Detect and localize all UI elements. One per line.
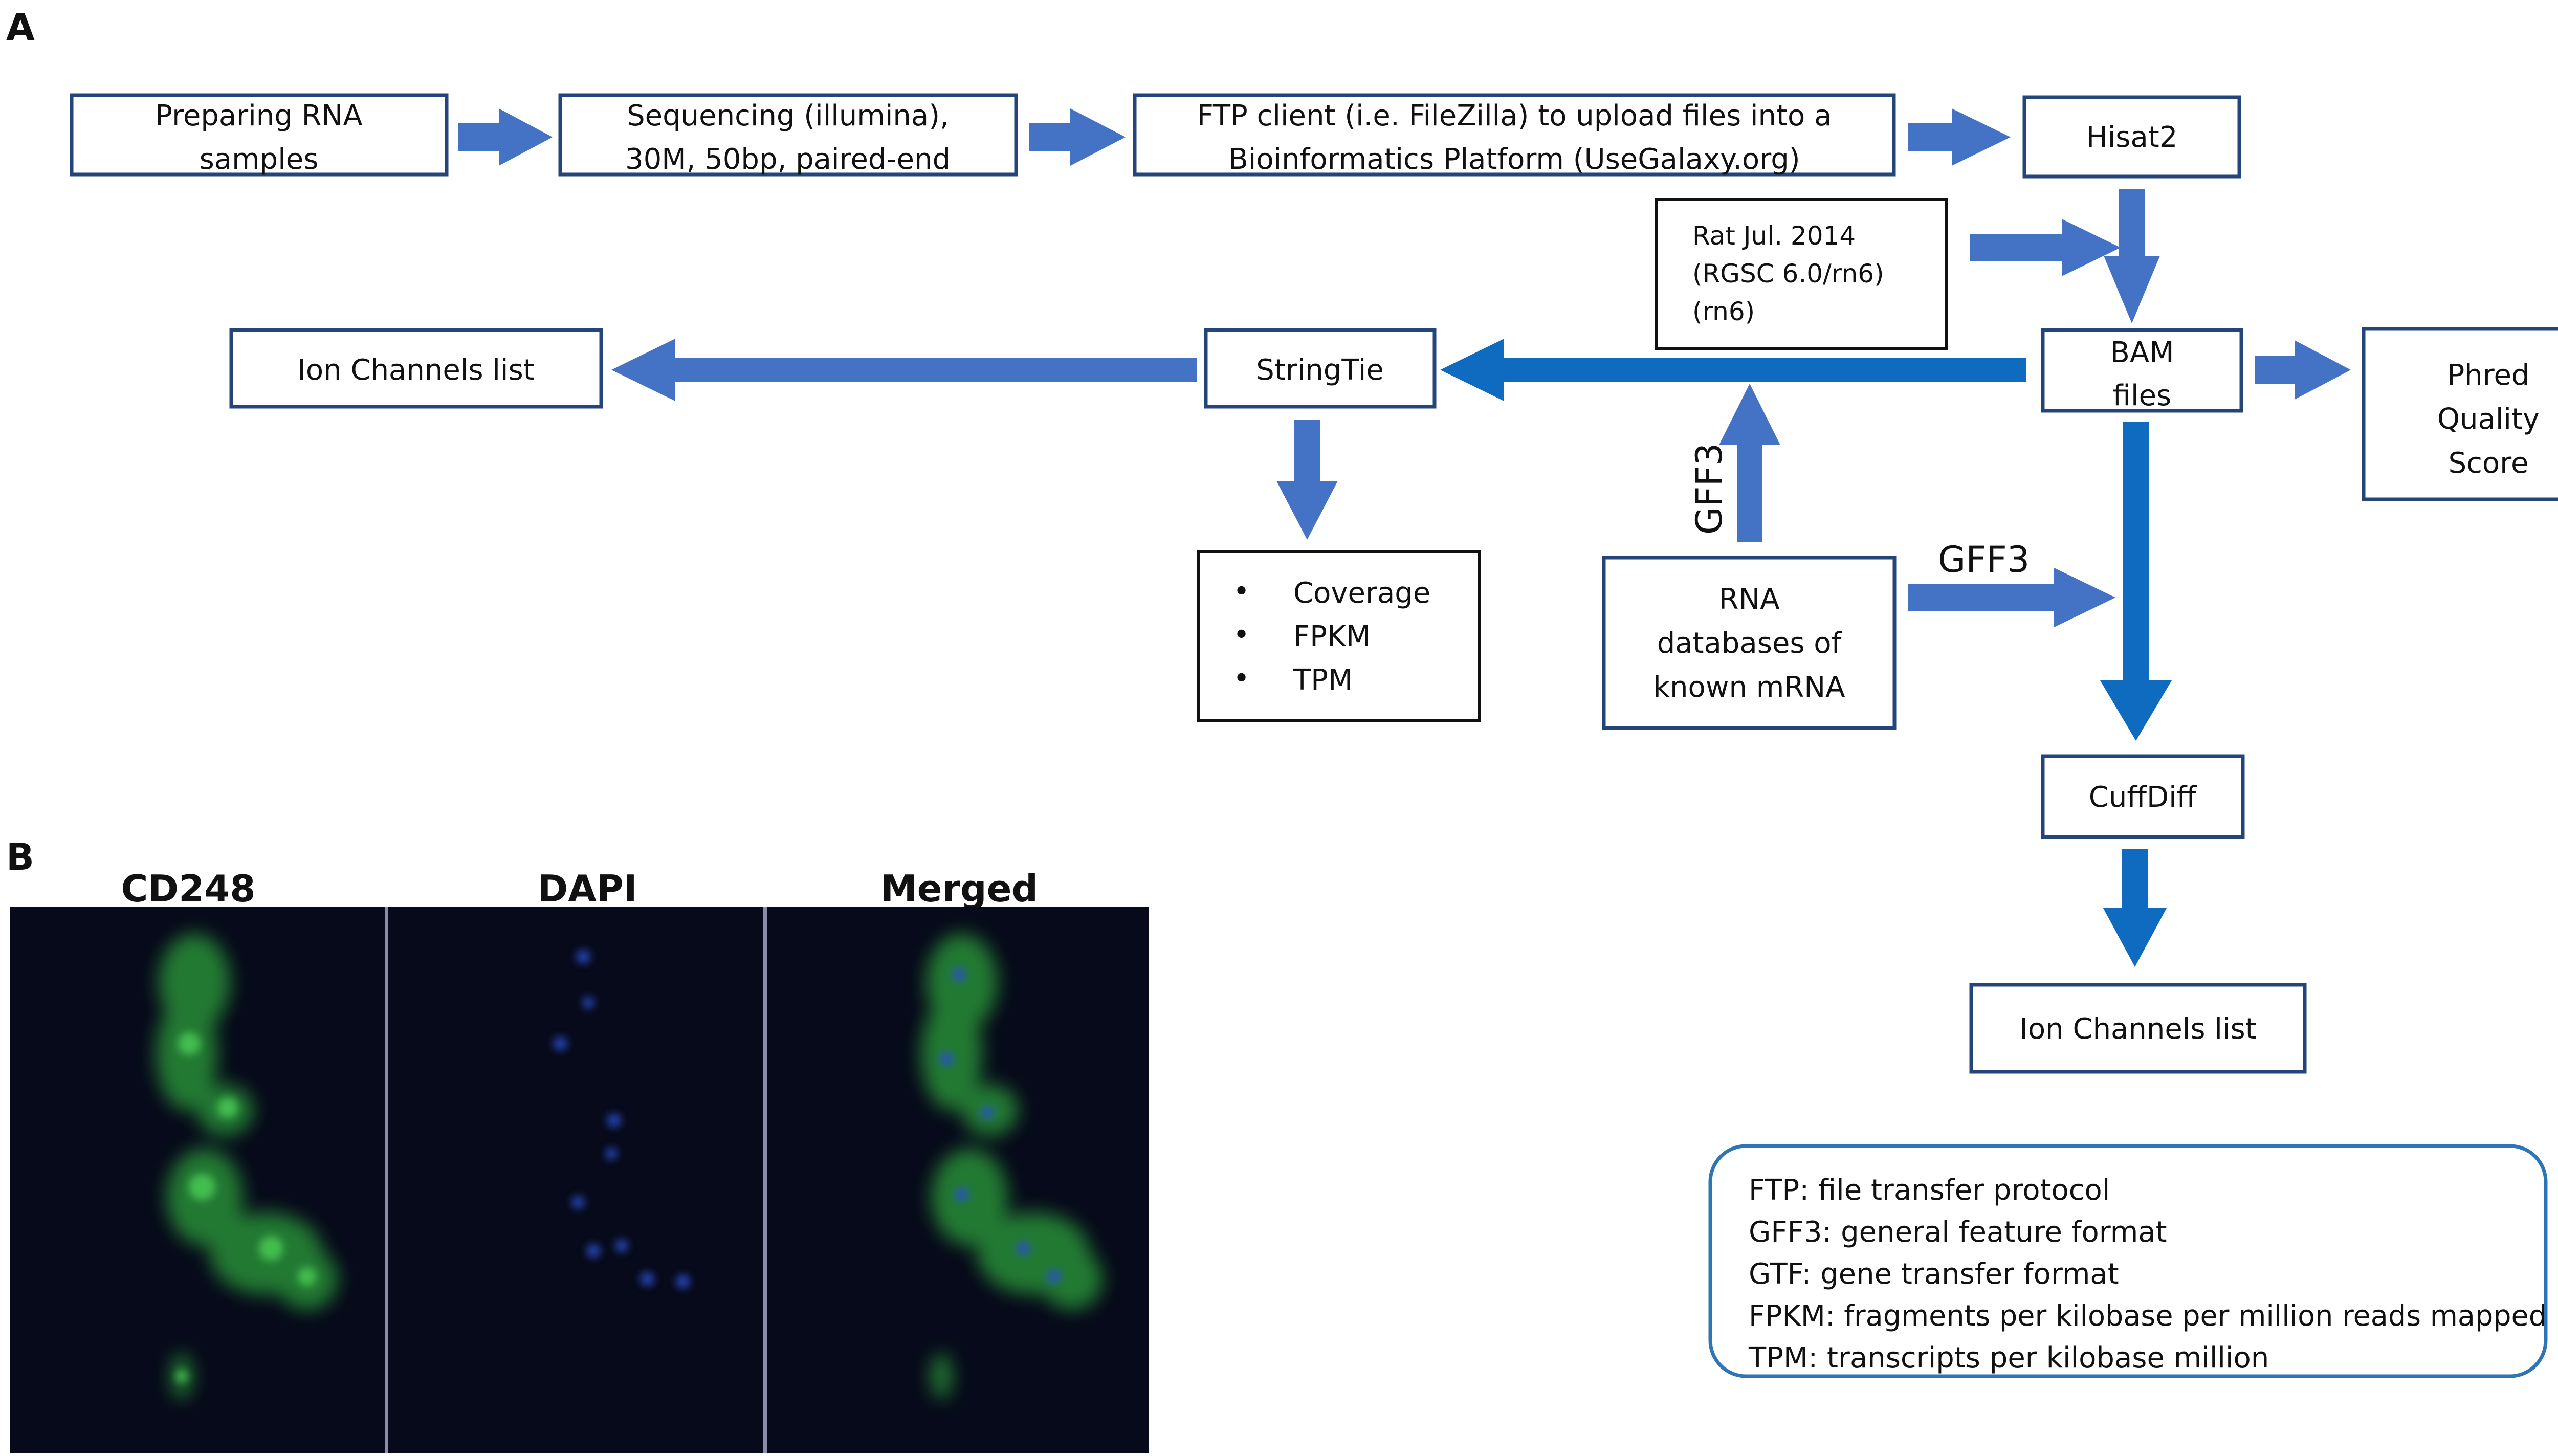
ion-channels-left-node: Ion Channels list [229,328,603,409]
arrow-seq-to-ftp [1029,108,1126,166]
ion-channels-left-label: Ion Channels list [297,354,534,387]
arrow-prep-to-seq [458,108,553,166]
merged-image [921,934,1102,1399]
bam-files-node: BAM files [2041,328,2243,413]
rna-db-line3: known mRNA [1653,671,1845,704]
divider-2 [763,907,767,1453]
arrow-bam-to-cuffdiff [2100,422,2172,741]
legend-ftp: FTP: file transfer protocol [1749,1174,2110,1207]
ion-channels-bottom-node: Ion Channels list [1969,983,2307,1074]
phred-line2: Quality [2437,403,2540,436]
preparing-rna-node: Preparing RNA samples [70,93,449,177]
gff3-vertical-label: GFF3 [1688,443,1730,535]
arrow-ftp-to-hisat2 [1908,108,2011,166]
title-dapi: DAPI [537,867,637,910]
phred-node: Phred Quality Score [2362,327,2558,501]
cuffdiff-node: CuffDiff [2041,754,2245,839]
rna-db-line2: databases of [1657,627,1842,660]
title-cd248: CD248 [121,867,256,910]
bullet-3: • [1233,662,1250,695]
arrow-stringtie-to-ionlist [611,339,1197,401]
arrow-stringtie-to-metrics [1276,420,1338,540]
ftp-client-line2: Bioinformatics Platform (UseGalaxy.org) [1228,143,1800,176]
rna-databases-node: RNA databases of known mRNA [1602,556,1897,730]
gff3-horizontal-label: GFF3 [1938,539,2030,581]
metric-tpm: TPM [1293,664,1353,697]
legend-gff3: GFF3: general feature format [1749,1216,2167,1249]
rat-reference-node: Rat Jul. 2014 (RGSC 6.0/rn6) (rn6) [1655,198,1948,350]
arrow-ref-to-alignment [1970,219,2121,276]
bam-line1: BAM [2110,336,2174,369]
phred-line3: Score [2449,447,2529,480]
ion-channels-bottom-label: Ion Channels list [2019,1012,2256,1046]
sequencing-node: Sequencing (illumina), 30M, 50bp, paired… [558,93,1018,177]
arrow-rnadb-to-cuffdiff [1908,568,2115,627]
arrow-bam-to-phred [2255,340,2351,400]
micrograph-strip [10,907,1149,1453]
abbreviations-legend: FTP: file transfer protocol GFF3: genera… [1708,1144,2548,1378]
hisat2-label: Hisat2 [2086,121,2178,154]
legend-gtf: GTF: gene transfer format [1749,1258,2119,1291]
metric-coverage: Coverage [1293,577,1430,610]
metrics-node: • Coverage • FPKM • TPM [1197,550,1481,722]
ftp-client-line1: FTP client (i.e. FileZilla) to upload fi… [1197,99,1832,133]
rat-reference-line2: (RGSC 6.0/rn6) [1692,259,1884,289]
cuffdiff-label: CuffDiff [2089,781,2197,814]
metric-fpkm: FPKM [1293,620,1371,653]
phred-line1: Phred [2447,359,2529,392]
preparing-rna-line2: samples [200,143,319,176]
rna-db-line1: RNA [1718,583,1779,616]
panel-a-label: A [6,6,35,49]
bam-line2: files [2113,379,2171,412]
rat-reference-line1: Rat Jul. 2014 [1692,221,1856,251]
cd248-image [156,934,338,1399]
arrow-bam-to-stringtie [1440,339,2026,401]
arrow-rnadb-to-stringtie [1719,384,1780,542]
sequencing-line2: 30M, 50bp, paired-end [625,143,951,176]
arrow-hisat2-to-bam [2104,189,2160,323]
legend-tpm: TPM: transcripts per kilobase million [1748,1341,2269,1375]
stringtie-label: StringTie [1256,354,1384,387]
panel-b-label: B [6,835,34,878]
divider-1 [385,907,388,1453]
rat-reference-line3: (rn6) [1692,297,1755,326]
preparing-rna-line1: Preparing RNA [155,99,362,133]
stringtie-node: StringTie [1204,328,1437,409]
dapi-image [553,950,690,1289]
hisat2-node: Hisat2 [2022,95,2241,179]
title-merged: Merged [880,867,1038,910]
arrow-cuffdiff-to-ionlist [2103,849,2167,967]
legend-fpkm: FPKM: fragments per kilobase per million… [1749,1299,2547,1333]
sequencing-line1: Sequencing (illumina), [627,99,949,133]
ftp-client-node: FTP client (i.e. FileZilla) to upload fi… [1133,93,1896,177]
bullet-2: • [1233,619,1250,652]
bullet-1: • [1233,575,1250,608]
